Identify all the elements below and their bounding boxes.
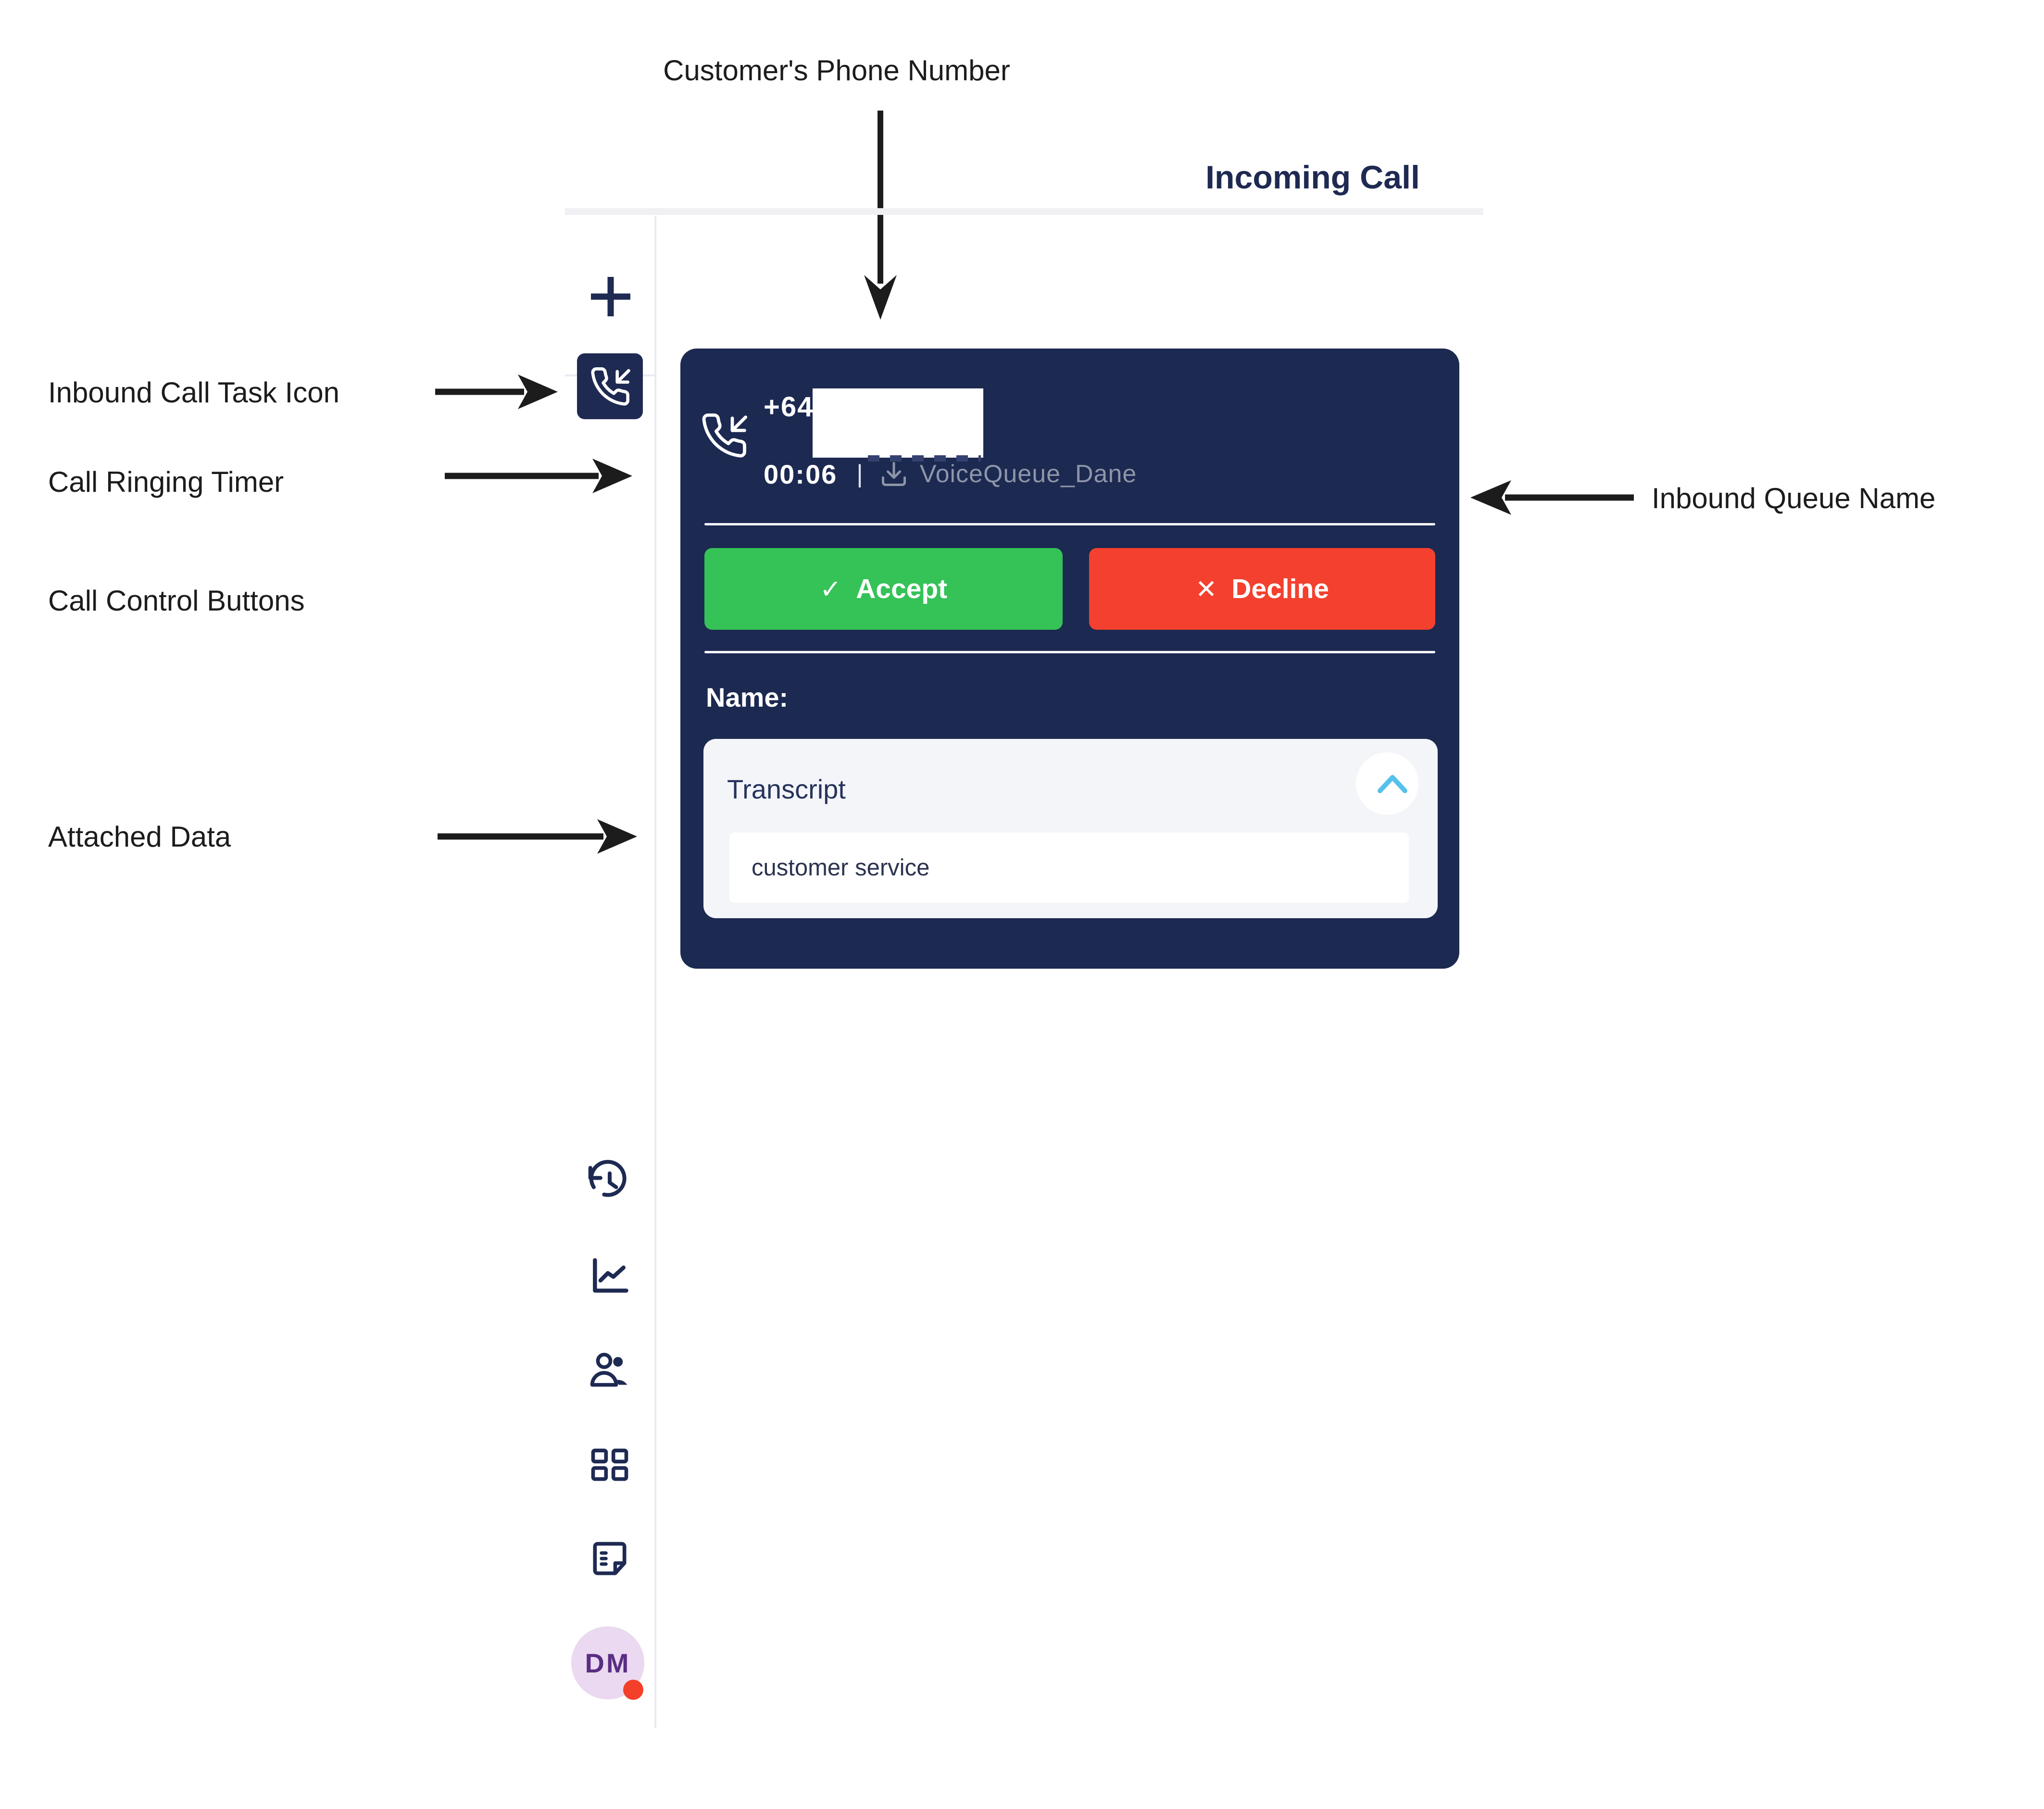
- incoming-call-icon: [590, 367, 630, 406]
- avatar-initials: DM: [585, 1647, 631, 1678]
- attached-data-panel: Transcript customer service: [703, 739, 1438, 918]
- card-divider: [704, 523, 1435, 525]
- transcript-value-field[interactable]: customer service: [729, 833, 1409, 903]
- close-icon: ✕: [1195, 574, 1217, 604]
- decline-button-label: Decline: [1231, 574, 1329, 604]
- arrow-right-icon: [445, 459, 632, 493]
- presence-status-dot: [623, 1680, 643, 1700]
- call-ringing-timer: 00:06: [764, 459, 838, 489]
- notes-icon: [593, 1542, 627, 1575]
- page-title: Incoming Call: [1205, 159, 1420, 196]
- annotation-attached-data: Attached Data: [48, 821, 231, 853]
- plus-icon: [591, 277, 630, 316]
- transcript-section-title: Transcript: [727, 774, 846, 804]
- sidebar-item-history[interactable]: [588, 1160, 632, 1204]
- collapse-toggle[interactable]: [1377, 773, 1408, 795]
- annotation-call-ringing-timer: Call Ringing Timer: [48, 466, 284, 498]
- call-status-row: 00:06 | VoiceQueue_Dane: [764, 458, 1137, 490]
- annotation-inbound-queue-name: Inbound Queue Name: [1652, 482, 1936, 514]
- phone-number-redaction: [813, 388, 983, 458]
- sidebar-divider-line: [654, 216, 656, 1728]
- arrow-right-icon: [435, 374, 558, 409]
- line-chart-icon: [593, 1258, 628, 1293]
- inbound-queue-name: VoiceQueue_Dane: [919, 460, 1137, 488]
- annotation-inbound-call-task-icon: Inbound Call Task Icon: [48, 376, 339, 409]
- check-icon: ✓: [819, 574, 842, 604]
- add-task-button[interactable]: [590, 276, 631, 317]
- accept-button-label: Accept: [856, 574, 948, 604]
- annotation-customer-phone-number: Customer's Phone Number: [663, 54, 1010, 87]
- decline-button[interactable]: ✕ Decline: [1089, 548, 1435, 630]
- chevron-up-icon: [1378, 775, 1407, 793]
- name-label: Name:: [706, 682, 789, 712]
- accept-button[interactable]: ✓ Accept: [704, 548, 1063, 630]
- card-divider: [704, 651, 1435, 653]
- separator: |: [856, 460, 863, 488]
- arrow-right-icon: [438, 819, 637, 854]
- inbound-queue-icon: [881, 462, 906, 486]
- transcript-value: customer service: [752, 855, 930, 881]
- inbound-call-task-item[interactable]: [577, 353, 643, 419]
- history-icon: [588, 1160, 627, 1197]
- arrow-left-icon: [1470, 480, 1634, 515]
- annotation-call-control-buttons: Call Control Buttons: [48, 585, 305, 617]
- sidebar-item-queues[interactable]: [588, 1442, 632, 1486]
- header-divider: [565, 208, 1483, 215]
- sidebar-item-notes[interactable]: [588, 1536, 632, 1581]
- sidebar-item-reports[interactable]: [588, 1254, 632, 1298]
- incoming-call-icon: [702, 413, 748, 458]
- agents-icon: [590, 1352, 627, 1387]
- incoming-call-card: +64 00:06 | VoiceQueue_Dane ✓ Accept ✕ D…: [680, 349, 1459, 969]
- customer-phone-number: +64: [764, 391, 814, 423]
- arrow-down-icon: [864, 111, 897, 320]
- redacted-digits: [868, 455, 981, 462]
- sidebar-item-agents[interactable]: [588, 1348, 632, 1392]
- grid-icon: [591, 1448, 628, 1481]
